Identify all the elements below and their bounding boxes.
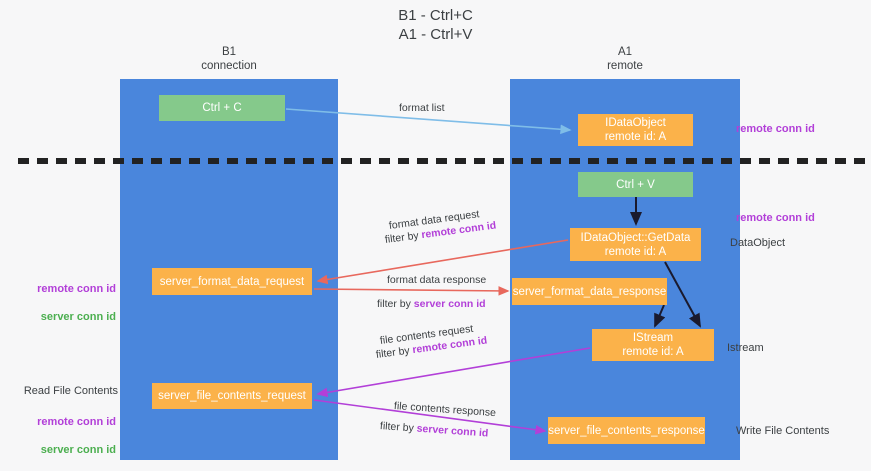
node-idataobject-getdata[interactable]: IDataObject::GetData remote id: A: [570, 228, 701, 261]
annotation-remote-conn-id-top: remote conn id: [736, 123, 815, 135]
annotation-server-conn-id: server conn id: [40, 311, 116, 323]
edge-label-format-list: format list: [399, 102, 445, 114]
node-ctrl-v[interactable]: Ctrl + V: [578, 172, 693, 197]
node-server-file-contents-response[interactable]: server_file_contents_response: [548, 417, 705, 444]
page-title: B1 - Ctrl+C A1 - Ctrl+V: [398, 7, 473, 43]
node-ctrl-c[interactable]: Ctrl + C: [159, 95, 285, 121]
edge-label-file-contents-response: file contents response: [393, 400, 497, 420]
annotation-left-conn-ids-2: remote conn id server conn id: [20, 401, 116, 471]
node-istream[interactable]: IStream remote id: A: [592, 329, 714, 361]
column-header-a1: A1 remote: [607, 46, 643, 72]
node-idataobject[interactable]: IDataObject remote id: A: [578, 114, 693, 146]
annotation-write-file-contents: Write File Contents: [736, 425, 830, 437]
annotation-remote-conn-id: remote conn id: [37, 283, 116, 295]
annotation-server-conn-id: server conn id: [40, 444, 116, 456]
node-server-format-data-response[interactable]: server_format_data_response: [512, 278, 667, 305]
filter-prefix: filter by: [379, 420, 418, 435]
annotation-dataobject: DataObject: [730, 237, 786, 249]
annotation-remote-conn-id: remote conn id: [37, 416, 116, 428]
filter-prefix: filter by: [375, 344, 414, 361]
edge-label-format-data-response-filter: filter by server conn id: [377, 297, 486, 311]
filter-prefix: filter by: [384, 229, 423, 246]
node-server-format-data-request[interactable]: server_format_data_request: [152, 268, 312, 295]
annotation-read-file-contents: Read File Contents: [23, 385, 118, 397]
phase-divider-dashed-line: [18, 158, 867, 164]
filter-key-server-conn-id: server conn id: [413, 298, 486, 310]
edge-label-format-data-response: format data response: [387, 274, 487, 286]
edge-label-file-contents-response-filter: filter by server conn id: [380, 419, 489, 441]
column-header-b1: B1 connection: [201, 46, 257, 72]
annotation-left-conn-ids: remote conn id server conn id: [20, 268, 116, 338]
filter-key-server-conn-id: server conn id: [416, 422, 489, 440]
filter-prefix: filter by: [377, 298, 414, 310]
annotation-istream: Istream: [727, 342, 764, 354]
annotation-remote-conn-id-mid: remote conn id: [736, 212, 815, 224]
node-server-file-contents-request[interactable]: server_file_contents_request: [152, 383, 312, 409]
